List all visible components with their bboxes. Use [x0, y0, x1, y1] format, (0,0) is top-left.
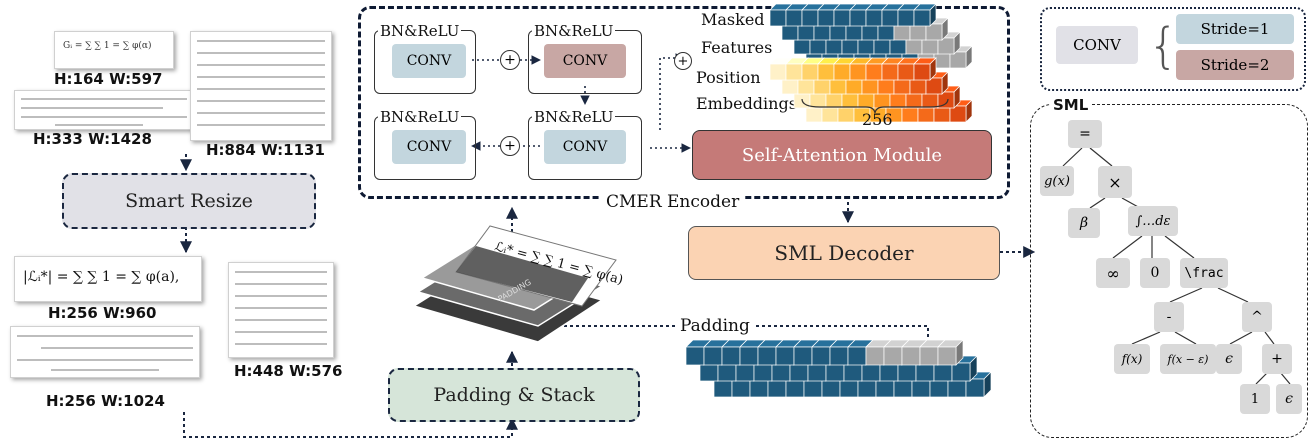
sml-node-times: ×	[1098, 166, 1132, 198]
sml-node-frac: \frac	[1180, 258, 1228, 288]
sml-node-inf: ∞	[1096, 258, 1130, 288]
sml-node-fxe: f(x − ε)	[1160, 344, 1216, 374]
smart-resize-box: Smart Resize	[62, 173, 316, 229]
add-circle-1: +	[500, 50, 520, 70]
sml-node-fx: f(x)	[1114, 344, 1150, 374]
legend-brace: {	[1148, 18, 1179, 74]
sml-node-epsilon-2-text: ϵ	[1285, 391, 1293, 407]
legend-stride-2-label: Stride=2	[1200, 56, 1270, 74]
sml-node-frac-text: \frac	[1184, 265, 1224, 281]
position-label: Position	[696, 68, 761, 87]
features-label: Features	[701, 38, 773, 57]
size-label-c: H:884 W:1131	[206, 141, 325, 159]
formula-thumbnail-e	[10, 326, 200, 378]
self-attention-label: Self-Attention Module	[741, 144, 943, 166]
stack-padding-region	[456, 246, 588, 302]
size-label-e: H:256 W:1024	[46, 392, 165, 410]
add-symbol-3: +	[677, 53, 689, 69]
legend-conv: CONV	[1056, 26, 1138, 64]
arrow-thumbs-to-padstack	[183, 412, 518, 438]
formula-thumbnail-f	[228, 262, 334, 358]
size-label-a: H:164 W:597	[54, 70, 163, 88]
dimension-label: 256	[862, 110, 893, 129]
bn-relu-label-4: BN&ReLU	[532, 108, 616, 126]
sml-node-times-text: ×	[1108, 172, 1122, 192]
add-symbol-1: +	[504, 52, 516, 68]
sml-node-integral: ∫…dε	[1128, 206, 1178, 236]
sml-node-one-text: 1	[1250, 391, 1260, 407]
sml-node-eq-text: =	[1079, 126, 1091, 142]
formula-thumbnail-a: Gᵢ = ∑ ∑ 1 = ∑ φ(α)	[54, 31, 174, 69]
conv-1-label: CONV	[406, 53, 452, 69]
legend-frame	[1040, 7, 1306, 91]
cmer-encoder-title: CMER Encoder	[600, 192, 746, 212]
sml-node-hat-text: ^	[1251, 309, 1263, 325]
add-symbol-2: +	[504, 138, 516, 154]
smart-resize-label: Smart Resize	[125, 190, 253, 212]
conv-3: CONV	[392, 130, 466, 164]
sml-node-integral-text: ∫…dε	[1135, 213, 1171, 229]
conv-2-label: CONV	[562, 53, 608, 69]
sml-decoder-label: SML Decoder	[774, 241, 914, 265]
sml-decoder-box: SML Decoder	[688, 226, 1000, 280]
sml-node-eq: =	[1068, 120, 1102, 148]
padded-feature-cubes	[685, 339, 992, 398]
embeddings-label: Embeddings	[696, 94, 797, 113]
formula-thumbnail-d: |ℒᵢ*| = ∑ ∑ 1 = ∑ φ(a),	[14, 256, 202, 302]
bn-relu-label-2: BN&ReLU	[532, 22, 616, 40]
sml-node-zero-text: 0	[1150, 265, 1160, 281]
size-label-b: H:333 W:1428	[33, 130, 152, 148]
sml-node-inf-text: ∞	[1106, 263, 1120, 283]
add-circle-3: +	[674, 52, 692, 70]
legend-conv-label: CONV	[1073, 36, 1121, 54]
legend-stride-1-label: Stride=1	[1200, 20, 1270, 38]
sml-node-epsilon-2: ϵ	[1276, 384, 1302, 414]
sml-node-epsilon-1-text: ϵ	[1225, 351, 1233, 367]
sml-node-beta: β	[1068, 208, 1100, 238]
formula-thumbnail-b	[14, 90, 194, 130]
conv-3-label: CONV	[406, 139, 452, 155]
sml-title: SML	[1050, 96, 1092, 114]
formula-text: Gᵢ = ∑ ∑ 1 = ∑ φ(α)	[63, 41, 152, 51]
masked-label: Masked	[701, 10, 765, 29]
sml-node-epsilon-1: ϵ	[1216, 344, 1242, 374]
conv-4-label: CONV	[562, 139, 608, 155]
sml-node-gx: g(x)	[1040, 166, 1074, 196]
size-label-f: H:448 W:576	[234, 362, 343, 380]
arrow-conv-to-features	[659, 53, 685, 130]
conv-4: CONV	[544, 130, 626, 164]
formula-thumbnail-c	[190, 31, 332, 141]
sml-node-plus: +	[1262, 344, 1292, 374]
conv-2: CONV	[544, 44, 626, 78]
legend-stride-1: Stride=1	[1176, 14, 1294, 44]
sml-node-gx-text: g(x)	[1044, 173, 1070, 189]
dimension-brace	[801, 98, 949, 113]
padding-stack-box: Padding & Stack	[388, 368, 640, 422]
padding-label: Padding	[676, 316, 754, 336]
sml-node-minus-text: -	[1166, 309, 1172, 325]
position-embedding-cubes	[769, 57, 973, 123]
add-circle-2: +	[500, 136, 520, 156]
bn-relu-label-1: BN&ReLU	[378, 22, 462, 40]
stacked-images: ℒᵢ* = ∑ ∑ 1 = ∑ φ(a) PADDING	[412, 225, 625, 343]
sml-node-minus: -	[1154, 302, 1184, 332]
bn-relu-label-3: BN&ReLU	[378, 108, 462, 126]
sml-tree-frame	[1030, 104, 1308, 438]
size-label-d: H:256 W:960	[48, 304, 157, 322]
sml-node-one: 1	[1240, 384, 1270, 414]
conv-1: CONV	[392, 44, 466, 78]
sml-node-hat: ^	[1242, 302, 1272, 332]
padding-stack-label: Padding & Stack	[433, 384, 595, 406]
formula-text: |ℒᵢ*| = ∑ ∑ 1 = ∑ φ(a),	[23, 269, 180, 285]
sml-node-fx-text: f(x)	[1121, 352, 1143, 366]
sml-node-zero: 0	[1140, 258, 1170, 288]
legend-stride-2: Stride=2	[1176, 50, 1294, 80]
sml-node-plus-text: +	[1271, 351, 1283, 367]
sml-node-fxe-text: f(x − ε)	[1167, 352, 1209, 366]
self-attention-module: Self-Attention Module	[692, 130, 992, 180]
sml-node-beta-text: β	[1079, 215, 1089, 231]
